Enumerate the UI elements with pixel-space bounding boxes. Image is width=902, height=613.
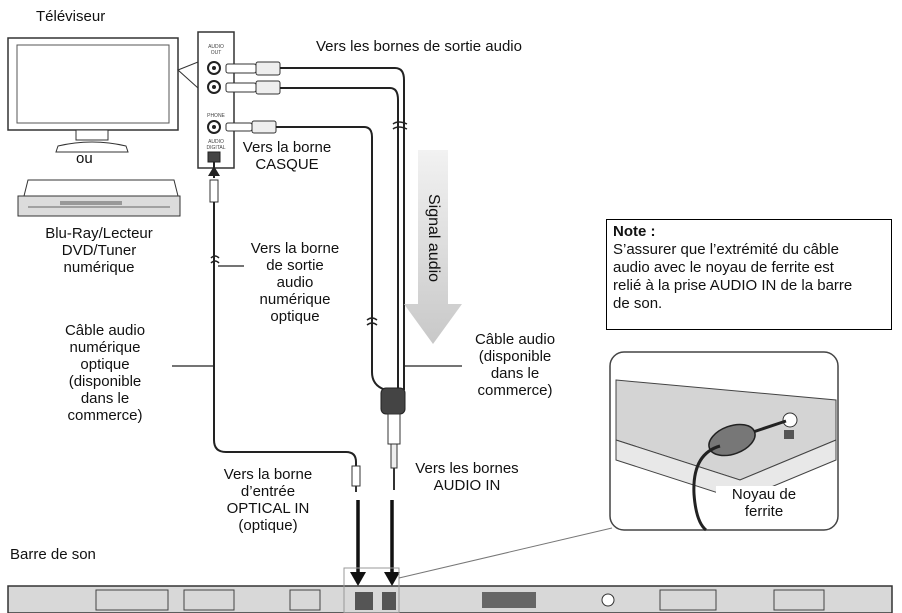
ferrite-label: Noyau de ferrite	[716, 486, 812, 520]
optical-cable-label: Câble audio numérique optique (disponibl…	[64, 322, 146, 424]
note-line: S’assurer que l’extrémité du câble	[613, 241, 839, 258]
player-label: Blu-Ray/Lecteur DVD/Tuner numérique	[45, 225, 153, 276]
digital-out-label: Vers la borne de sortie audio numérique …	[250, 240, 340, 325]
audio-cable-label: Câble audio (disponible dans le commerce…	[474, 331, 556, 399]
rca-audio-cable	[280, 67, 405, 390]
or-label: ou	[76, 150, 93, 167]
ferrite-bead	[380, 387, 406, 490]
leader-lines	[172, 265, 462, 367]
bluray-player-icon	[17, 179, 181, 217]
audio-out-terminals-label: Vers les bornes de sortie audio	[316, 38, 522, 55]
note-line: de son.	[613, 295, 663, 312]
optical-in-label: Vers la borne d’entrée OPTICAL IN (optiq…	[223, 466, 313, 534]
down-arrows	[350, 500, 400, 586]
zoom-detail	[609, 351, 839, 532]
note-line: audio avec le noyau de ferrite est	[613, 259, 834, 276]
panel-audio-out-label: AUDIO OUT	[208, 44, 224, 56]
headphone-audio-cable	[276, 126, 387, 391]
rca-plugs	[225, 61, 281, 134]
signal-direction-arrow	[404, 150, 462, 344]
tv-icon	[7, 37, 179, 153]
note-line: relié à la prise AUDIO IN de la barre	[613, 277, 853, 294]
soundbar-icon	[7, 527, 893, 613]
optical-cable	[208, 162, 361, 492]
panel-phone-label: PHONE	[207, 113, 225, 119]
headphone-label: Vers la borne CASQUE	[242, 139, 332, 173]
tv-rear-panel	[177, 31, 235, 169]
note-box: Note : S’assurer que l’extrémité du câbl…	[606, 219, 892, 330]
audio-in-label: Vers les bornes AUDIO IN	[415, 460, 519, 494]
tv-label: Téléviseur	[36, 8, 106, 25]
panel-audio-digital-label: AUDIO DIGITAL	[206, 139, 226, 151]
note-title: Note :	[613, 223, 656, 240]
signal-audio-label: Signal audio	[425, 194, 442, 283]
soundbar-label: Barre de son	[10, 546, 96, 563]
